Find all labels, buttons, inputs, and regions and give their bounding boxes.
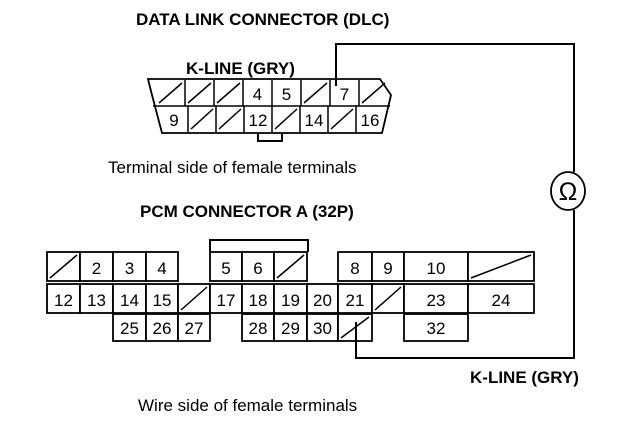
pcm-cell (306, 283, 339, 314)
dlc-blank-terminal (216, 82, 241, 104)
dlc-blank-terminal (158, 82, 183, 104)
pcm-cell (112, 283, 147, 314)
dlc-terminal-5: 5 (282, 85, 291, 104)
pcm-terminal-12: 12 (54, 291, 73, 310)
pcm-key (209, 239, 309, 252)
dlc-terminal-16: 16 (361, 111, 380, 130)
pcm-blank-terminal (470, 254, 532, 279)
pcm-terminal-8: 8 (350, 259, 359, 278)
pcm-blank-terminal (276, 254, 305, 279)
pcm-terminal-13: 13 (87, 291, 106, 310)
pcm-terminal-20: 20 (313, 291, 332, 310)
pcm-cell (145, 313, 179, 342)
dlc-terminal-9: 9 (169, 111, 178, 130)
pcm-terminal-24: 24 (492, 291, 511, 310)
dlc-bottom-row: 9 12 14 16 (169, 106, 379, 132)
pcm-cell (273, 313, 308, 342)
pcm-cell (403, 313, 469, 342)
dlc-blank-terminal (330, 108, 354, 130)
pcm-title: PCM CONNECTOR A (32P) (140, 202, 354, 221)
pcm-cell (209, 251, 243, 282)
pcm-cell (467, 283, 535, 314)
pcm-terminal-3: 3 (125, 259, 134, 278)
dlc-caption: Terminal side of female terminals (108, 158, 356, 177)
pcm-blank-terminal (49, 254, 78, 279)
pcm-cell (46, 283, 81, 314)
dlc-k-line-label: K-LINE (GRY) (186, 59, 295, 78)
dlc-tab (257, 133, 283, 142)
dlc-blank-terminal (218, 108, 242, 130)
pcm-cell (241, 251, 275, 282)
pcm-terminal-17: 17 (217, 291, 236, 310)
pcm-terminal-21: 21 (346, 291, 365, 310)
pcm-terminal-14: 14 (120, 291, 139, 310)
dlc-terminal-4: 4 (253, 85, 262, 104)
pcm-terminal-25: 25 (120, 319, 139, 338)
dlc-blank-terminal (303, 82, 328, 104)
pcm-terminal-2: 2 (92, 259, 101, 278)
pcm-terminal-29: 29 (281, 319, 300, 338)
pcm-caption: Wire side of female terminals (138, 396, 357, 415)
pcm-cell (337, 283, 373, 314)
pcm-terminal-27: 27 (185, 319, 204, 338)
pcm-terminal-32: 32 (427, 319, 446, 338)
pcm-cell (112, 313, 147, 342)
dlc-terminal-12: 12 (249, 111, 268, 130)
pcm-cell (241, 283, 275, 314)
dlc-blank-terminal (361, 82, 386, 104)
pcm-blank-terminal (374, 286, 402, 311)
pcm-cell (306, 313, 339, 342)
pcm-cell (79, 251, 114, 282)
ohm-icon: Ω (559, 178, 578, 206)
pcm-terminal-15: 15 (153, 291, 172, 310)
ohmmeter-symbol (550, 171, 586, 211)
k-line-wire-lower (355, 210, 575, 359)
dlc-title: DATA LINK CONNECTOR (DLC) (136, 10, 389, 29)
pcm-terminal-9: 9 (383, 259, 392, 278)
pcm-cell (403, 251, 469, 282)
dlc-blank-terminal (187, 82, 212, 104)
dlc-terminal-14: 14 (305, 111, 324, 130)
dlc-top-row: 4 5 7 (158, 80, 386, 106)
pcm-cell (145, 251, 179, 282)
pcm-cell (403, 283, 469, 314)
dlc-blank-terminal (274, 108, 298, 130)
dlc-terminal-7: 7 (340, 85, 349, 104)
pcm-terminal-4: 4 (157, 259, 166, 278)
pcm-cell (112, 251, 147, 282)
pcm-cell (79, 283, 114, 314)
pcm-terminal-5: 5 (221, 259, 230, 278)
pcm-k-line-label: K-LINE (GRY) (470, 368, 579, 387)
pcm-terminal-19: 19 (281, 291, 300, 310)
pcm-terminal-18: 18 (249, 291, 268, 310)
pcm-terminal-23: 23 (427, 291, 446, 310)
pcm-terminal-28: 28 (249, 319, 268, 338)
k-line-wire-upper (335, 43, 575, 172)
pcm-terminal-30: 30 (313, 319, 332, 338)
pcm-terminal-6: 6 (253, 259, 262, 278)
pcm-cell (209, 283, 243, 314)
pcm-cell (177, 313, 211, 342)
dlc-blank-terminal (190, 108, 214, 130)
pcm-terminal-26: 26 (153, 319, 172, 338)
pcm-blank-terminal (180, 286, 208, 311)
pcm-terminal-10: 10 (427, 259, 446, 278)
